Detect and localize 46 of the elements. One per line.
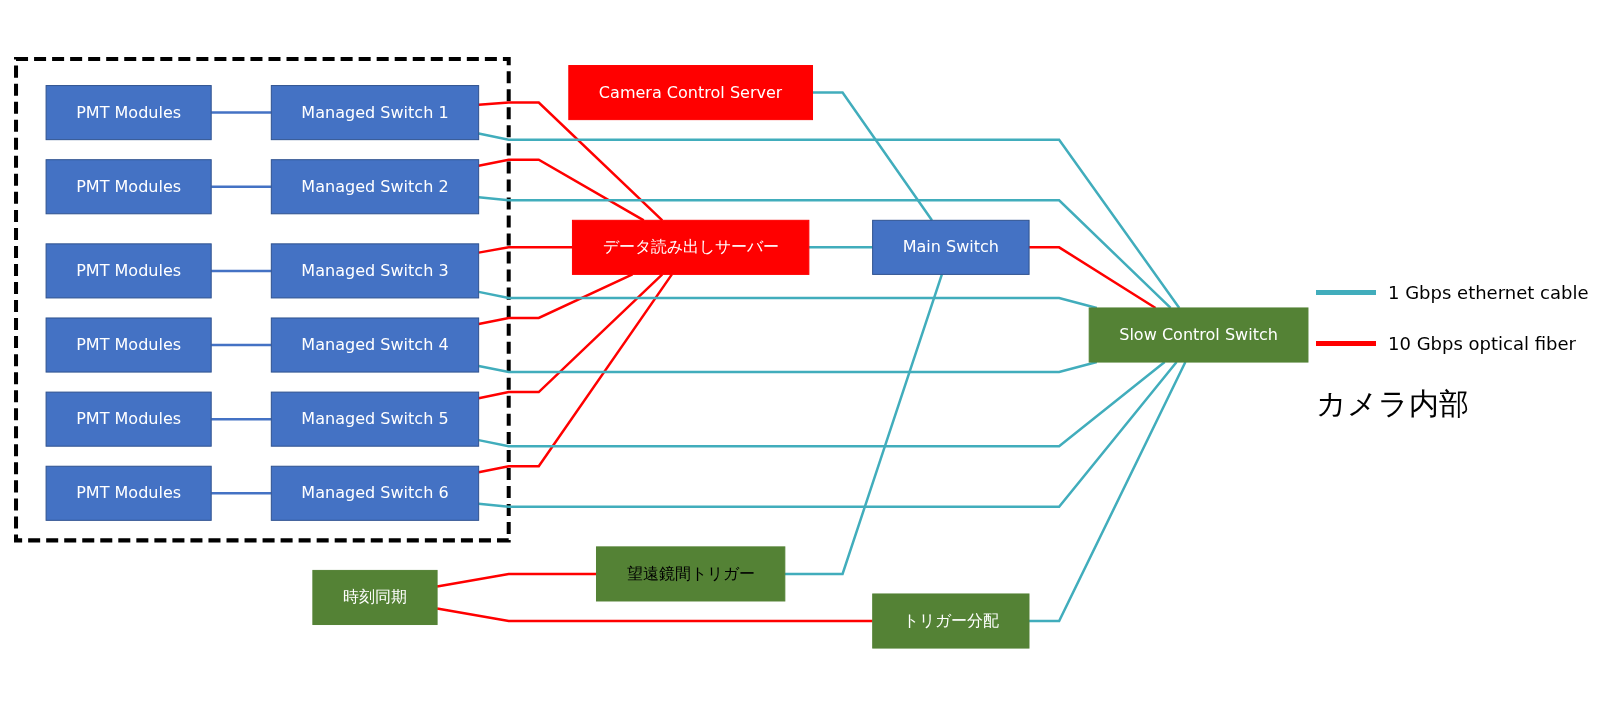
connector [211,185,272,188]
legend-text: 1 Gbps ethernet cable [1388,282,1589,303]
connector [211,269,272,273]
group-label: カメラ内部 [1316,385,1470,423]
node-box: PMT Modules [45,159,212,215]
node-box: Managed Switch 5 [270,391,480,447]
node-box: Slow Control Switch [1088,307,1309,363]
node-box: Managed Switch 3 [270,243,480,299]
node-box: PMT Modules [45,243,212,299]
connector [478,273,673,474]
connector [478,361,1178,508]
node-box: PMT Modules [45,391,212,447]
connector [478,273,633,326]
connector [784,273,944,576]
node-box: データ読み出しサーバー [571,219,810,275]
connector [478,132,1181,309]
connector [211,343,272,347]
connector [478,361,1166,448]
node-box: トリガー分配 [872,593,1030,649]
connector [1029,361,1187,623]
node-box: Managed Switch 1 [270,85,480,141]
node-box: 望遠鏡間トリガー [596,546,786,602]
node-box: Managed Switch 6 [270,465,480,521]
legend-text: 10 Gbps optical fiber [1388,333,1576,354]
connector [436,572,597,588]
connector [478,158,645,222]
connector [478,101,664,222]
node-box: Camera Control Server [568,65,813,121]
cluster [14,56,511,543]
node-box: PMT Modules [45,317,212,373]
connector [211,111,272,114]
node-box: PMT Modules [45,465,212,521]
connector [1029,246,1157,309]
node-box: Managed Switch 4 [270,317,480,373]
connector [478,246,573,254]
node-box: PMT Modules [45,85,212,141]
node-box: Main Switch [872,219,1030,275]
connector [808,246,873,249]
connector [812,91,933,221]
node-box: Managed Switch 2 [270,159,480,215]
node-box: 時刻同期 [312,569,438,625]
connector [478,273,664,400]
connector [211,492,272,495]
connector [436,607,873,623]
connector [211,417,272,421]
connector [478,195,1172,309]
